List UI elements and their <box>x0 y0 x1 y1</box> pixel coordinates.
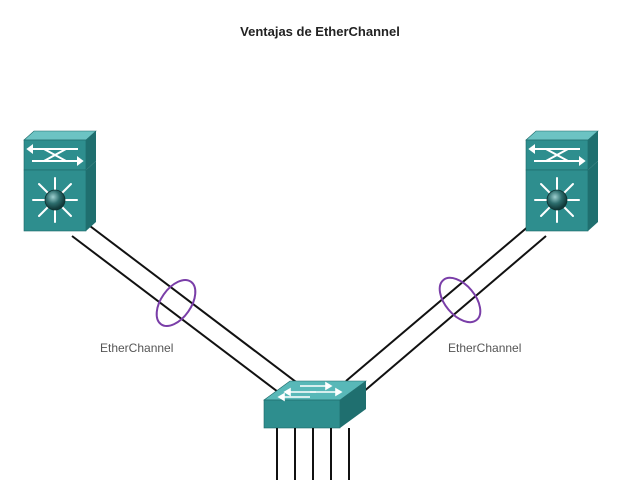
left-etherchannel-ring <box>155 279 197 327</box>
left-etherchannel-label: EtherChannel <box>100 341 174 355</box>
diagram-title: Ventajas de EtherChannel <box>240 24 400 39</box>
left-link-bundle <box>71 222 301 399</box>
right-etherchannel-ring <box>438 276 482 324</box>
right-link-bundle <box>345 224 547 394</box>
access-switch-icon <box>263 380 367 429</box>
right-multilayer-switch-icon <box>525 130 599 232</box>
host-drop-lines <box>276 428 350 480</box>
link-right-1 <box>345 224 531 382</box>
link-left-2 <box>71 235 287 399</box>
right-etherchannel-label: EtherChannel <box>448 341 522 355</box>
left-multilayer-switch-icon <box>23 130 97 232</box>
